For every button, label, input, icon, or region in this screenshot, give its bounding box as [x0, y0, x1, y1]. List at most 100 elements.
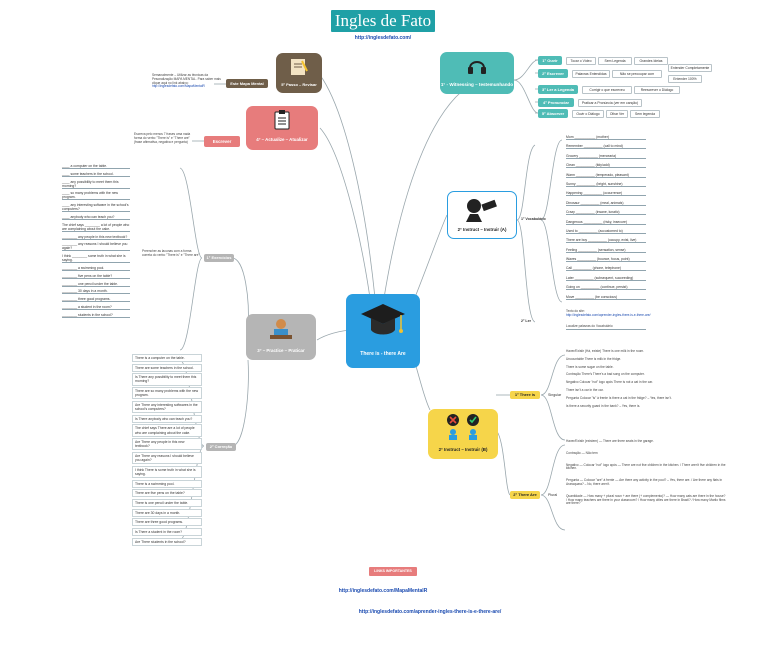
escrever-tag[interactable]: Escrever	[204, 136, 240, 147]
correcao-item: There are five pens on the table?	[132, 489, 202, 498]
exercicio-item: ________ students in the school?	[62, 313, 130, 318]
footer-link-1[interactable]: http://inglesdefato.com/MapaMentalR	[338, 588, 428, 594]
there-is-row: Uncountable There is milk in the fridge.	[566, 356, 622, 361]
actualize-note: Escreva pelo menos 7 frases uma nada for…	[134, 132, 191, 144]
footer-link-2[interactable]: http://inglesdefato.com/aprender-ingles-…	[358, 609, 502, 615]
there-is-tag[interactable]: 1° There is	[510, 391, 540, 399]
exercicios-list: ____ a computer on the table.____ some t…	[62, 164, 130, 321]
witness-step-3-item-1: Corrigir o que escreveu	[582, 86, 632, 94]
witness-step-2-extra-2: Entender 100%	[668, 75, 702, 83]
actualize-node[interactable]: 4° – Actualize – Atualizar	[246, 106, 318, 150]
vocab-item: Call __________ (phone, telephone)	[566, 266, 646, 272]
witness-step-3-item-2: Reescrever o Diálogo	[634, 86, 680, 94]
clipboard-icon	[274, 110, 290, 130]
correcao-item: Are There any reasons I should believe y…	[132, 451, 202, 465]
read-link[interactable]: http://inglesdefato.com/aprender-ingles-…	[566, 312, 651, 317]
vocab-item: Sunny __________ (bright, sunshine)	[566, 182, 646, 187]
correcao-item: Is There a student in the room?	[132, 527, 202, 537]
instruct-b-title: 2° Instruct – Instruir (B)	[438, 447, 488, 452]
vocab-item: Going on __________ (continue, persist)	[566, 285, 646, 291]
witnessing-title: 1° - Witnessing – testemunhando	[440, 82, 514, 87]
correcao-item: Are There any interesting softwares in t…	[132, 400, 202, 414]
vocab-item: Feeling __________ (sensation, sense)	[566, 248, 646, 253]
vocab-item: Dinosaur __________ (meal, animals)	[566, 201, 646, 206]
instruct-b-node[interactable]: 2° Instruct – Instruir (B)	[428, 409, 498, 459]
read-text-label: Texto do site:	[566, 309, 585, 313]
read-extra: Localize palavras do Vocabulário	[566, 324, 646, 330]
there-are-row: Haver/Existir (existem) — There are thre…	[566, 439, 654, 443]
witnessing-node[interactable]: 1° - Witnessing – testemunhando	[440, 52, 514, 94]
review-note-text: Semanalmente – Utilizar as técnicas da P…	[152, 73, 221, 85]
practice-title: 3° – Practice – Praticar	[257, 348, 305, 353]
exercicio-item: ________ a swimming pool.	[62, 266, 130, 271]
there-are-row: Contração — Não tem	[566, 450, 598, 455]
graduation-cap-icon	[361, 304, 405, 335]
there-is-row: There isn't a car in the car.	[566, 387, 604, 392]
links-important-label: LINKS IMPORTANTES	[369, 567, 417, 576]
review-node[interactable]: 5° Passo – Revisar	[276, 53, 322, 93]
review-tag[interactable]: Este Mapa Mental	[226, 79, 268, 88]
exercicio-item: ____ any interesting software in the sch…	[62, 203, 130, 213]
exercicio-item: ____ some teachers in the school.	[62, 172, 130, 177]
practice-person-icon	[270, 319, 292, 339]
witness-step-3[interactable]: 3° Ler a Legenda	[538, 85, 578, 94]
there-is-row: Contração There's There's a bad song on …	[566, 372, 645, 377]
exercicio-item: ________ any people in this new textbook…	[62, 235, 130, 240]
instruct-a-title: 2° Instruct – Instruir (A)	[457, 227, 507, 232]
exercicio-item: ____ any possibility to meet them this m…	[62, 180, 130, 189]
correcao-item: Is There any possibility to meet them th…	[132, 373, 202, 386]
exercicio-item: ________ a student in the room?	[62, 305, 130, 310]
review-note: Semanalmente – Utilizar as técnicas da P…	[152, 73, 222, 89]
witness-step-5[interactable]: 5° Absorver	[538, 109, 568, 118]
correcao-item: Are There any people in this new textboo…	[132, 438, 202, 451]
correcao-item: There is a computer on the table.	[132, 354, 202, 363]
correcao-tag[interactable]: 2° Correção	[206, 443, 236, 451]
exercicio-item: ____ so many problems with the new progr…	[62, 191, 130, 201]
witness-step-1[interactable]: 1° Ouvir	[538, 56, 562, 65]
witness-step-4-item-1: Praticar a Pronúncia (ver em canção)	[578, 99, 642, 107]
witness-step-1-item-2: Sem Legenda	[598, 57, 632, 65]
there-is-rows: Haver/Existir (Há, existe) There is one …	[566, 349, 716, 412]
vocab-item: Crazy __________ (insane, lunatic)	[566, 210, 646, 216]
witness-step-1-item-3: Grandes Ideias	[634, 57, 668, 65]
witness-step-1-item-1: Tocar o Vídeo	[566, 57, 596, 65]
header-url-link[interactable]: http://inglesdefato.com/	[354, 35, 412, 41]
exercicios-tag[interactable]: 1° Exercícios	[204, 254, 234, 262]
correcao-item: There are three good programs.	[132, 518, 202, 527]
correcao-item: The chief says There are a lot of people…	[132, 424, 202, 437]
actualize-title: 4° – Actualize – Atualizar	[256, 137, 308, 142]
exercicio-item: The chief says ________ a lot of people …	[62, 222, 130, 232]
witness-step-5-item-1: Ouvir o Diálogo	[572, 110, 604, 118]
witness-step-4[interactable]: 4° Pronunciar	[538, 98, 574, 107]
vocab-item: Used to __________ (accustomed to)	[566, 229, 646, 234]
vocab-item: Warm __________ (temperado, pleasant)	[566, 173, 646, 178]
exercicio-item: ________ any reasons I should believe yo…	[62, 242, 130, 252]
witness-step-5-item-2: Olhar Ver	[606, 110, 628, 118]
there-is-row: Haver/Existir (Há, existe) There is one …	[566, 349, 645, 353]
review-link[interactable]: http://inglesdefato.com/MapaMentalR	[152, 84, 205, 89]
witness-step-2-extra-1: Entender Completamente	[668, 64, 712, 72]
read-label: 2° Ler	[521, 319, 532, 323]
vocab-item: Dangerous __________ (risky, insecure)	[566, 220, 646, 225]
vocab-item: Remember __________ (call to mind)	[566, 144, 646, 150]
there-is-group: Singular	[548, 393, 562, 397]
correcao-item: There is one pencil under the table.	[132, 498, 202, 507]
there-are-group: Plural	[548, 493, 558, 497]
review-title: 5° Passo – Revisar	[281, 82, 317, 87]
page-title: Ingles de Fato	[331, 10, 435, 32]
center-node[interactable]: There is - there Are	[346, 294, 420, 368]
correcao-item: There are some teachers in the school.	[132, 363, 202, 372]
headphones-icon	[468, 61, 486, 74]
there-are-tag[interactable]: 2° There Are	[510, 491, 540, 499]
center-label: There is - there Are	[360, 351, 406, 357]
vocab-item: Happening __________ (occurrence)	[566, 191, 646, 197]
vocab-label: 1° Vocabulário	[521, 217, 546, 221]
vocab-list: Mom ___________ (mother)Remember _______…	[566, 135, 646, 304]
practice-node[interactable]: 3° – Practice – Praticar	[246, 314, 316, 360]
exercicio-item: ________ one pencil under the table.	[62, 282, 130, 287]
review-notepad-icon	[291, 59, 308, 75]
there-are-row: Pergunta — Colocar "are" à frente — Are …	[566, 478, 723, 486]
witness-step-2[interactable]: 2° Escrever	[538, 69, 568, 78]
instruct-a-node[interactable]: 2° Instruct – Instruir (A)	[447, 191, 517, 239]
